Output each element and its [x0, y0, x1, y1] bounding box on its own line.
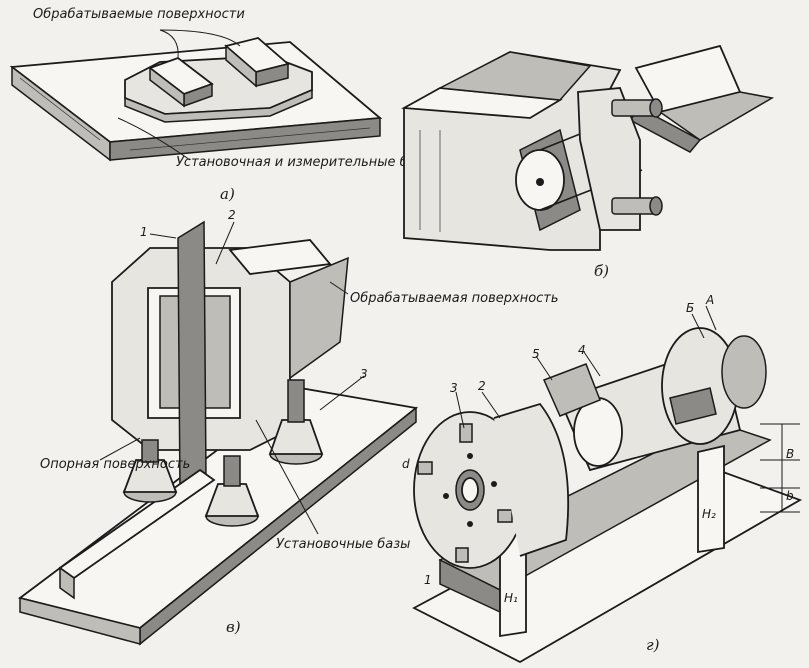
letter-V: В	[786, 447, 794, 461]
height-block-h2	[697, 444, 725, 554]
v-groove	[437, 51, 592, 101]
callout-bases-v: Установочные базы	[276, 537, 410, 552]
figure-a: Обрабатываемые поверхности Установочная …	[9, 7, 433, 203]
clamp-5	[542, 363, 601, 417]
number-2-g: 2	[478, 379, 486, 393]
clamp	[577, 87, 641, 231]
callout-bases-a: Установочная и измерительные базы	[176, 155, 433, 170]
number-5-g: 5	[532, 347, 540, 361]
drum	[493, 402, 570, 557]
support-left	[122, 439, 178, 503]
number-3-g: 3	[450, 381, 458, 395]
height-h2: H₂	[702, 507, 716, 521]
letter-b: b	[786, 489, 794, 503]
letter-B: Б	[686, 301, 694, 315]
key-A	[669, 387, 717, 425]
number-1-g: 1	[424, 573, 432, 587]
number-1-v: 1	[140, 225, 148, 239]
support-front	[204, 455, 260, 527]
number-2-v: 2	[228, 208, 236, 222]
number-3-v: 3	[360, 367, 368, 381]
height-h1: H₁	[504, 591, 518, 605]
number-4-g: 4	[578, 343, 586, 357]
figure-b: б)	[400, 44, 775, 280]
letter-A: А	[705, 293, 714, 307]
figure-v: 1 2 3 Обрабатываемая поверхность Опорная…	[17, 208, 559, 646]
figure-v-label: в)	[226, 618, 241, 636]
callout-machined-surfaces-a: Обрабатываемые поверхности	[33, 7, 245, 22]
pin-d	[417, 461, 433, 475]
plate-side-front	[109, 117, 381, 161]
support-right	[268, 379, 324, 465]
octagon-part-side	[124, 88, 313, 123]
machined-surface-v	[228, 239, 332, 275]
letter-d: d	[402, 457, 410, 471]
callout-machined-surface-v: Обрабатываемая поверхность	[350, 291, 559, 306]
vertical-rule	[177, 220, 207, 494]
figure-a-label: а)	[220, 185, 235, 203]
callout-support-surface: Опорная поверхность	[40, 457, 190, 472]
figure-g-label: г)	[646, 636, 660, 654]
figure-g: 3 2 5 4 1 Б А В b d H₁ H₂ г)	[402, 293, 803, 664]
housing-side	[289, 256, 349, 380]
pin-3	[459, 423, 473, 443]
figure-b-label: б)	[594, 262, 609, 280]
